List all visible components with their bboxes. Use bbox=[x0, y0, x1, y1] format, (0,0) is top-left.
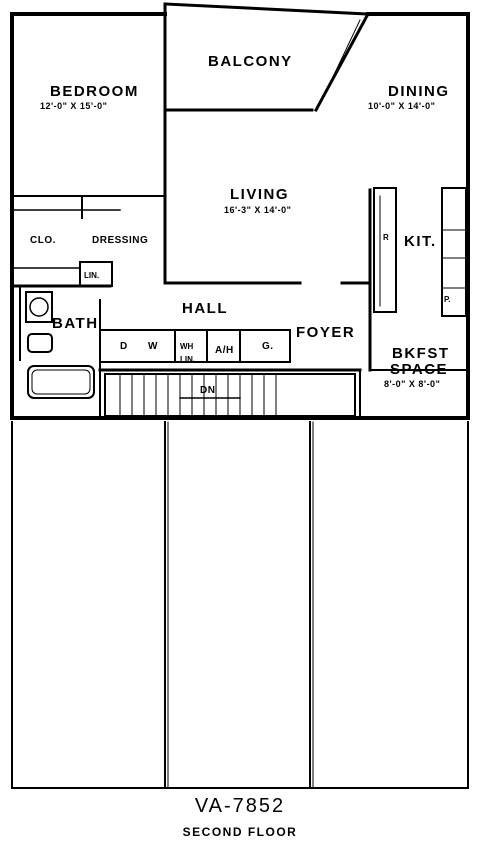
breakfast-dims: 8'-0" X 8'-0" bbox=[384, 379, 441, 389]
pantry-label: P. bbox=[444, 295, 451, 304]
lower-floor-outline bbox=[11, 421, 469, 789]
breakfast-label-line1: BKFST bbox=[392, 345, 450, 362]
stair bbox=[104, 373, 356, 417]
plan-code: VA-7852 bbox=[194, 795, 286, 817]
kitchen-label: KIT. bbox=[404, 233, 437, 250]
kitchen-counters bbox=[373, 187, 467, 317]
linen-label-lower: LIN. bbox=[180, 355, 196, 364]
air-handler-label: A/H bbox=[215, 345, 234, 356]
foyer-label: FOYER bbox=[296, 324, 356, 341]
floor-label: SECOND FLOOR bbox=[182, 825, 298, 839]
linen-label-upper: LIN. bbox=[84, 271, 100, 280]
balcony-label: BALCONY bbox=[208, 53, 293, 70]
interior-walls bbox=[10, 108, 469, 419]
exterior-walls bbox=[10, 12, 470, 420]
dressing-label: DRESSING bbox=[92, 235, 149, 246]
bedroom-label: BEDROOM bbox=[50, 83, 139, 100]
dryer-label: D bbox=[120, 341, 128, 352]
stair-down-label: DN bbox=[200, 385, 216, 396]
refrigerator-label: R bbox=[383, 233, 389, 242]
bath-label: BATH bbox=[52, 315, 99, 332]
bath-fixtures bbox=[25, 291, 95, 399]
closet-label: CLO. bbox=[30, 235, 56, 246]
g-closet-label: G. bbox=[262, 341, 274, 352]
breakfast-label-line2: SPACE bbox=[390, 361, 449, 378]
dining-label: DINING bbox=[388, 83, 450, 100]
living-label: LIVING bbox=[230, 186, 290, 203]
bedroom-dims: 12'-0" X 15'-0" bbox=[40, 101, 108, 111]
washer-label: W bbox=[148, 341, 158, 352]
hall-label: HALL bbox=[182, 300, 228, 317]
dining-dims: 10'-0" X 14'-0" bbox=[368, 101, 436, 111]
balcony-walls bbox=[163, 2, 371, 113]
living-dims: 16'-3" X 14'-0" bbox=[224, 205, 292, 215]
water-heater-label: WH bbox=[180, 342, 194, 351]
